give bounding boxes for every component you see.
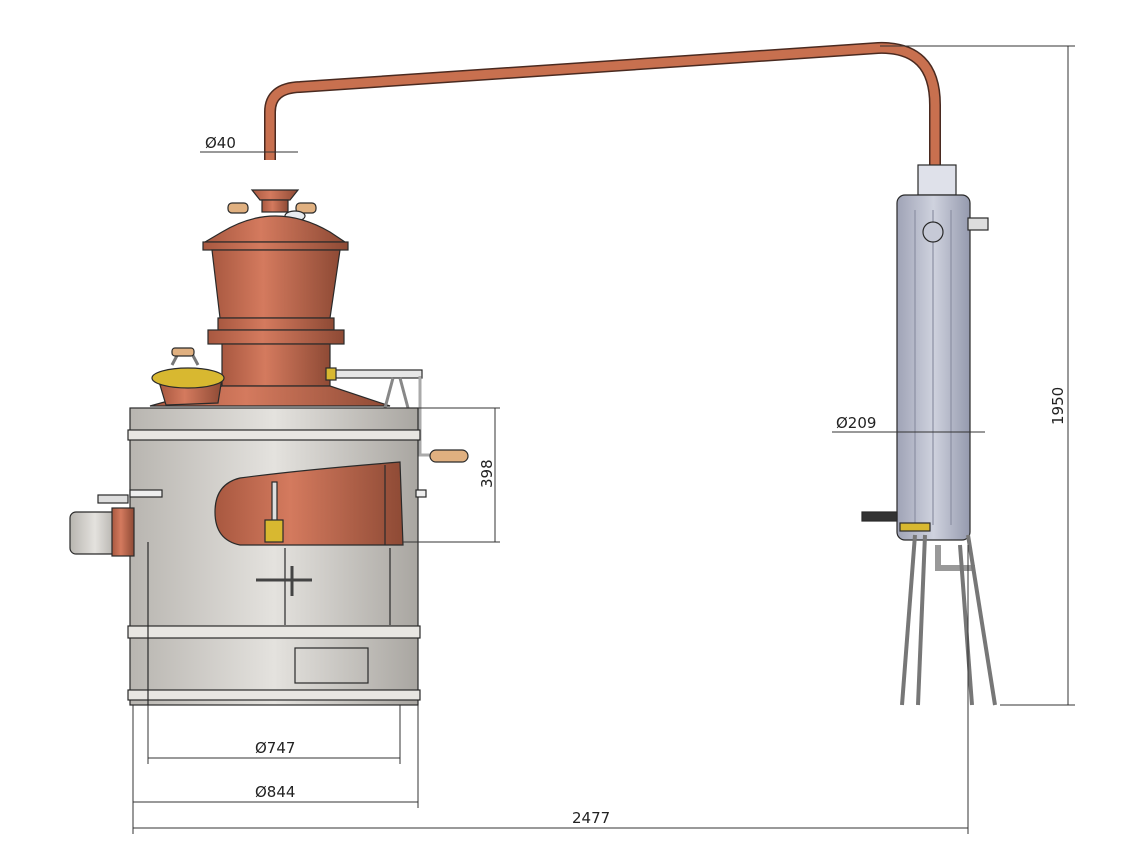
dimension-window-height: 398 <box>403 407 500 543</box>
swan-neck-pipe <box>264 41 941 165</box>
wooden-handle <box>429 449 469 463</box>
dimension-label: Ø209 <box>836 414 876 432</box>
dimension-condenser-diameter: Ø209 <box>832 414 985 433</box>
dimension-label: 1950 <box>1049 387 1067 425</box>
dimension-label: 2477 <box>572 809 610 827</box>
condenser <box>861 164 997 706</box>
condenser-legs <box>900 534 997 706</box>
dimension-pipe-diameter: Ø40 <box>200 134 298 153</box>
brass-filling-lid <box>151 347 225 406</box>
stirrer-crank <box>325 367 469 463</box>
dimension-label: 398 <box>478 459 496 488</box>
dimension-inner-diameter: Ø747 <box>147 705 401 764</box>
clamp-handles <box>227 202 317 214</box>
cutaway-window <box>214 461 404 546</box>
dimension-label: Ø844 <box>255 783 295 801</box>
drain-valve <box>69 494 135 557</box>
dimension-total-width: 2477 <box>133 545 969 834</box>
dimension-label: Ø40 <box>205 134 236 152</box>
dimension-outer-diameter: Ø844 <box>132 705 419 834</box>
steel-tank <box>127 407 427 706</box>
dimension-label: Ø747 <box>255 739 295 757</box>
dimension-total-height: 1950 <box>880 45 1075 706</box>
